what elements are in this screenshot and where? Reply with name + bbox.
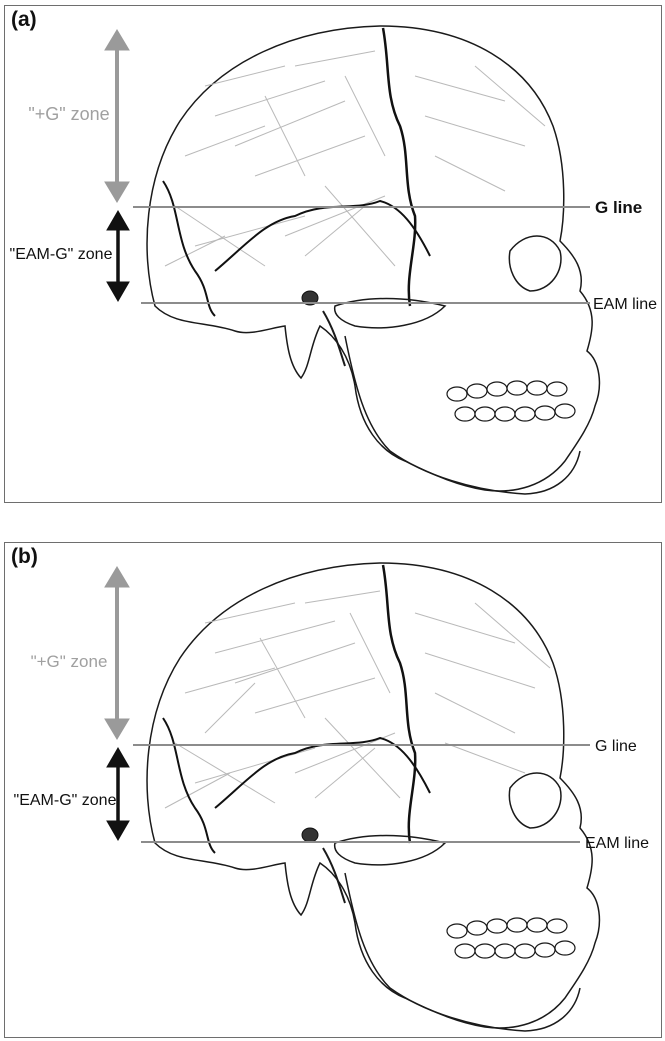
squamous-suture	[215, 201, 430, 271]
eam-line-label: EAM line	[593, 296, 657, 313]
teeth	[447, 918, 575, 958]
orbit	[509, 773, 561, 828]
plus-g-zone-arrow	[105, 567, 129, 739]
cranium-outline	[147, 26, 599, 491]
hatch-texture	[165, 591, 550, 808]
g-line-label: G line	[595, 198, 642, 217]
ear-canal	[302, 828, 318, 842]
panel-label-a: (a)	[11, 8, 37, 32]
eam-g-zone-label: "EAM-G" zone	[14, 792, 117, 809]
skull-diagram-a: "+G" zone "EAM-G" zone G line EAM line	[5, 6, 661, 502]
plus-g-zone-label: "+G" zone	[31, 652, 108, 671]
cranium-outline	[147, 563, 599, 1028]
hatch-texture	[165, 51, 545, 266]
g-line-label: G line	[595, 738, 637, 755]
panel-label-b: (b)	[11, 545, 38, 569]
lambdoid-suture	[163, 181, 215, 316]
orbit	[509, 236, 561, 291]
panel-a: "+G" zone "EAM-G" zone G line EAM line (…	[4, 5, 662, 503]
squamous-suture	[215, 738, 430, 808]
eam-g-zone-label: "EAM-G" zone	[10, 246, 113, 263]
eam-line-label: EAM line	[585, 835, 649, 852]
coronal-suture	[383, 28, 415, 306]
zygomatic-arch	[335, 836, 445, 865]
teeth	[447, 381, 575, 421]
skull-a	[147, 26, 599, 494]
skull-b	[147, 563, 599, 1031]
panel-b: "+G" zone "EAM-G" zone G line EAM line (…	[4, 542, 662, 1038]
skull-diagram-b: "+G" zone "EAM-G" zone G line EAM line	[5, 543, 661, 1037]
plus-g-zone-label: "+G" zone	[28, 104, 109, 124]
coronal-suture	[383, 565, 415, 843]
